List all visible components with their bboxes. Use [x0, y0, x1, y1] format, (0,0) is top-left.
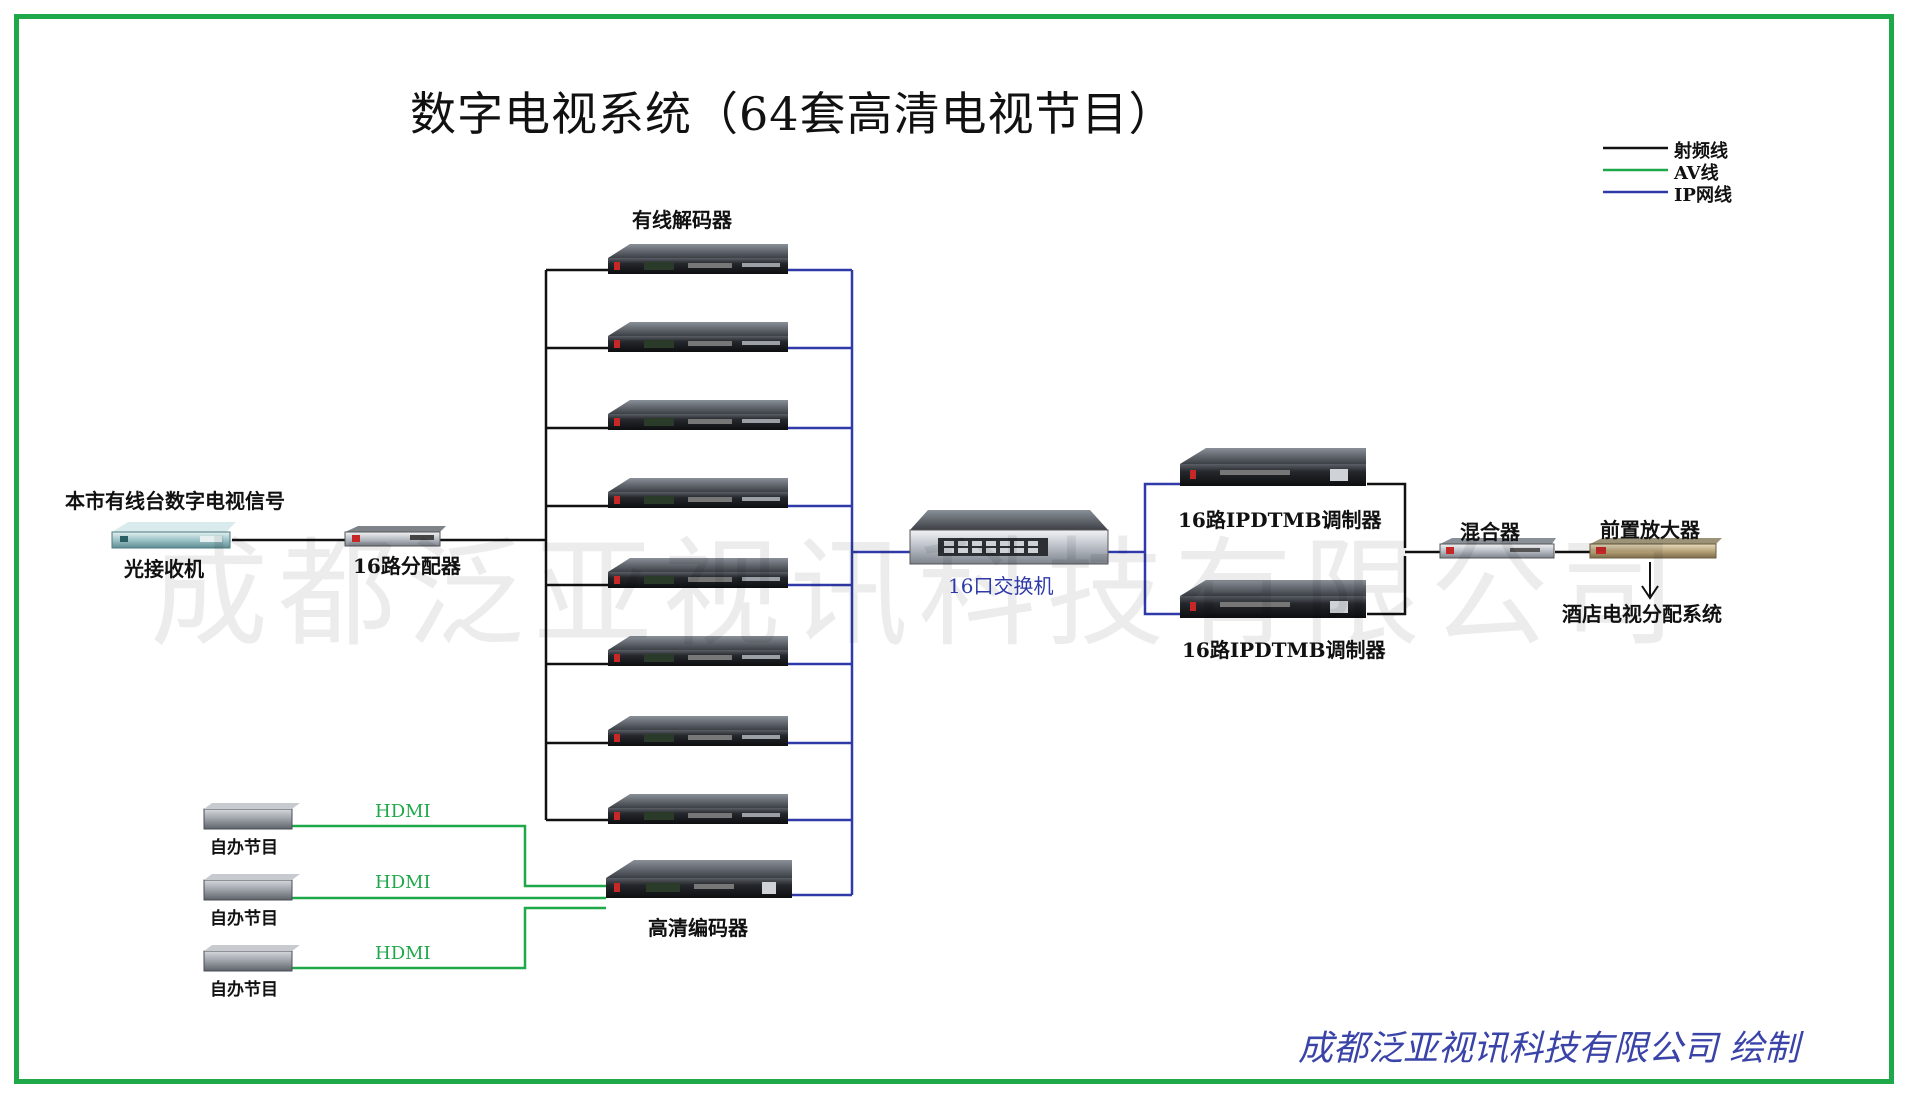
legend-label-av: AV线 [1674, 163, 1719, 184]
av-lines [292, 824, 606, 970]
source-label-1: 自办节目 [210, 838, 278, 858]
decoder-rack-8 [608, 794, 788, 824]
hd-encoder-label: 高清编码器 [648, 916, 748, 940]
modulator-top-label: 16路IPDTMB调制器 [1178, 508, 1382, 532]
decoder-rack-4 [608, 478, 788, 508]
mixer-device [1439, 538, 1556, 559]
switch-device [909, 510, 1109, 565]
preamp-label: 前置放大器 [1600, 518, 1700, 542]
av-link-source-1 [292, 824, 606, 888]
ip-link-switch-modbot [1143, 552, 1180, 616]
ip-lines [788, 268, 1180, 897]
source-signal-label: 本市有线台数字电视信号 [65, 489, 285, 513]
credit-text: 成都泛亚视讯科技有限公司 绘制 [1298, 1029, 1800, 1069]
preamp-device [1589, 538, 1722, 559]
optical-receiver-label: 光接收机 [124, 557, 204, 581]
page-title: 数字电视系统（64套高清电视节目） [410, 87, 1176, 141]
hdmi-label-3: HDMI [375, 943, 431, 964]
av-link-source-3 [292, 906, 606, 970]
hdmi-label-2: HDMI [375, 872, 431, 893]
source-label-3: 自办节目 [210, 980, 278, 1000]
hotel-distribution-label: 酒店电视分配系统 [1562, 602, 1722, 626]
rf-link-modbot-mixer [1367, 556, 1407, 616]
modulator-top-device [1180, 448, 1366, 486]
splitter-label: 16路分配器 [353, 554, 461, 578]
hdmi-label-1: HDMI [375, 801, 431, 822]
rf-lines [232, 268, 1590, 822]
decoder-rack-3 [608, 400, 788, 430]
splitter-device [344, 526, 446, 547]
switch-label: 16口交换机 [948, 574, 1054, 598]
rf-link-modtop-mixer [1367, 482, 1407, 548]
decoder-rack-2 [608, 322, 788, 352]
source-label-2: 自办节目 [210, 909, 278, 929]
legend-label-ip: IP网线 [1674, 185, 1732, 206]
source-box-1 [203, 803, 300, 830]
legend-lines [1603, 146, 1668, 194]
arrow-down-icon [1641, 562, 1659, 600]
ip-link-switch-modtop [1143, 482, 1180, 552]
decoder-group-label: 有线解码器 [632, 208, 732, 232]
modulator-bottom-label: 16路IPDTMB调制器 [1182, 638, 1386, 662]
mixer-label: 混合器 [1460, 520, 1520, 544]
decoder-rack-7 [608, 716, 788, 746]
diagram-frame [14, 14, 1894, 1084]
decoder-rack-1 [608, 244, 788, 274]
modulator-bottom-device [1180, 580, 1366, 618]
source-box-3 [203, 945, 300, 972]
optical-receiver-device [111, 522, 236, 549]
decoder-rack-5 [608, 558, 788, 588]
source-box-2 [203, 874, 300, 901]
decoder-rack-6 [608, 636, 788, 666]
hd-encoder-device [606, 860, 792, 898]
legend-label-rf: 射频线 [1674, 141, 1728, 162]
watermark-text: 成都泛亚视讯科技有限公司 [150, 525, 1687, 663]
